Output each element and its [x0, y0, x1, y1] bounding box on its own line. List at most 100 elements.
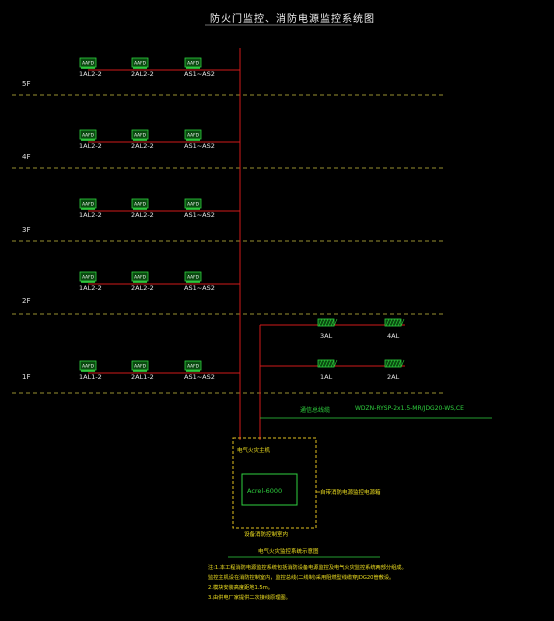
panel-hatch: [333, 359, 338, 368]
panel-hatch: [324, 318, 329, 327]
module-box: [184, 129, 202, 140]
module-box: [184, 271, 202, 282]
module-box: [131, 198, 149, 209]
panel-hatch: [394, 359, 399, 368]
device-label: 2AL2-2: [131, 70, 154, 78]
panel-hatch: [397, 359, 402, 368]
panel-hatch: [385, 359, 390, 368]
module-box-label: AAFD: [82, 60, 94, 66]
panel-label: 4AL: [387, 332, 400, 340]
floor-label: 4F: [22, 153, 31, 161]
panel-hatch: [330, 318, 335, 327]
panel-hatch: [400, 318, 405, 327]
module-box-label: AAFD: [82, 363, 94, 369]
panel-hatch: [321, 359, 326, 368]
panel-hatch: [330, 359, 335, 368]
panel-label: 2AL: [387, 373, 400, 381]
panel-hatch: [388, 318, 393, 327]
floor-divider-lines: [12, 94, 446, 394]
panel-label: 1AL: [320, 373, 333, 381]
module-box-label: AAFD: [187, 60, 199, 66]
module-box: [184, 57, 202, 68]
device-label: 1AL2-2: [79, 70, 102, 78]
module-box: [131, 57, 149, 68]
note-line-1: 注:1.本工程消防电源监控系统包括消防设备电源监控及电气火灾监控系统两部分组成。: [208, 565, 407, 571]
module-box-label: AAFD: [134, 274, 146, 280]
module-box: [131, 360, 149, 371]
panel-hatch: [324, 359, 329, 368]
floor-label: 1F: [22, 373, 31, 381]
device-label: 1AL2-2: [79, 284, 102, 292]
host-unit: [241, 473, 298, 506]
panel-section: [205, 24, 492, 558]
host-label: 电气火灾主机: [237, 448, 271, 454]
module-box: [79, 129, 97, 140]
module-box-label: AAFD: [82, 201, 94, 207]
panel-box: [384, 359, 402, 368]
panel-hatch: [397, 318, 402, 327]
module-box-label: AAFD: [134, 132, 146, 138]
device-label: 2AL2-2: [131, 211, 154, 219]
module-box: [184, 198, 202, 209]
cable-spec: WDZN-RYSP-2x1.5-MR/JDG20-WS,CE: [355, 405, 464, 412]
device-label: 1AL2-2: [79, 142, 102, 150]
module-box: [131, 129, 149, 140]
device-label: 1AL1-2: [79, 373, 102, 381]
panel-box: [384, 318, 402, 327]
module-box: [184, 360, 202, 371]
device-label: AS1~AS2: [184, 211, 215, 219]
device-label: AS1~AS2: [184, 70, 215, 78]
device-label: 2AL1-2: [131, 373, 154, 381]
module-box-label: AAFD: [134, 60, 146, 66]
note-line-2: 监控主机设在消防控制室内，监控总线(二线制)采用阻燃型线缆穿JDG20管敷设。: [208, 575, 395, 581]
panel-hatch: [391, 359, 396, 368]
notes-block: 注:1.本工程消防电源监控系统包括消防设备电源监控及电气火灾监控系统两部分组成。…: [208, 563, 407, 603]
floor-label: 2F: [22, 297, 31, 305]
panel-box: [317, 318, 335, 327]
side-label: 自带消防电源监控电源箱: [320, 490, 381, 496]
floor-label: 5F: [22, 80, 31, 88]
module-box-label: AAFD: [187, 201, 199, 207]
device-label: 2AL2-2: [131, 142, 154, 150]
panel-hatch: [394, 318, 399, 327]
bus-label: 通信总线缆: [300, 407, 331, 414]
panel-hatch: [327, 318, 332, 327]
module-box: [79, 57, 97, 68]
host-enclosure: [232, 437, 317, 529]
panel-label: 3AL: [320, 332, 333, 340]
module-boxes: AAFD AAFD AAFD AAFD AAFD AAFD AAFD AAFD AAFD AAFD…: [79, 57, 202, 372]
panel-hatch: [391, 318, 396, 327]
module-box-label: AAFD: [134, 201, 146, 207]
device-label: AS1~AS2: [184, 284, 215, 292]
module-box: [79, 360, 97, 371]
device-label: AS1~AS2: [184, 373, 215, 381]
module-box-label: AAFD: [187, 363, 199, 369]
panel-hatch: [327, 359, 332, 368]
module-box: [131, 271, 149, 282]
box-bottom-label: 设备消防控制室内: [244, 532, 289, 538]
module-box-label: AAFD: [82, 132, 94, 138]
diagram-title: 防火门监控、消防电源监控系统图: [210, 14, 375, 25]
device-label: AS1~AS2: [184, 142, 215, 150]
panel-box: [317, 359, 335, 368]
module-box: [79, 271, 97, 282]
wiring: [88, 48, 405, 440]
device-label: 1AL2-2: [79, 211, 102, 219]
panel-hatch: [333, 318, 338, 327]
module-box-label: AAFD: [134, 363, 146, 369]
module-box: [79, 198, 97, 209]
note-line-4: 3.由供电厂家提供二次接线原理图。: [208, 595, 291, 601]
panel-hatch: [321, 318, 326, 327]
panel-hatch: [388, 359, 393, 368]
module-box-label: AAFD: [82, 274, 94, 280]
panel-hatch: [318, 359, 323, 368]
panel-hatch: [318, 318, 323, 327]
panel-hatch: [400, 359, 405, 368]
module-box-label: AAFD: [187, 274, 199, 280]
device-label: 2AL2-2: [131, 284, 154, 292]
note-line-3: 2.模块安装高度距地1.5m。: [208, 585, 273, 591]
sub-caption: 电气火灾监控系统示意图: [258, 549, 319, 555]
floor-label: 3F: [22, 226, 31, 234]
panel-hatch: [385, 318, 390, 327]
